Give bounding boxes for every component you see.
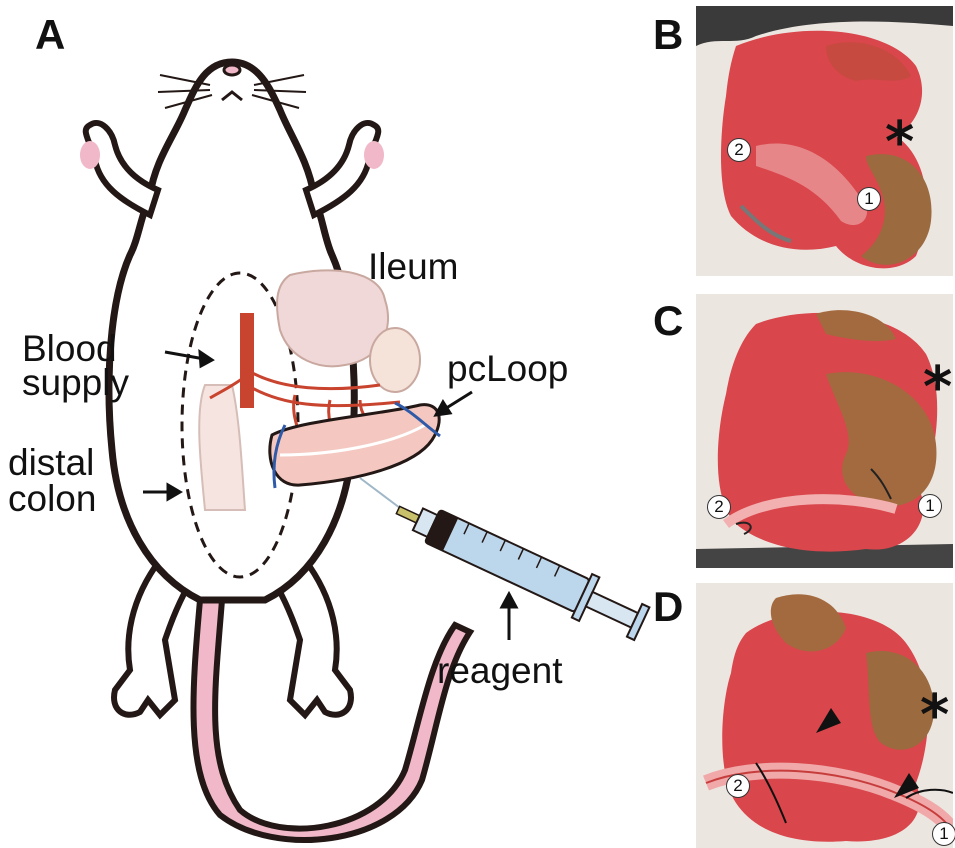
label-blood-supply-line2: supply	[22, 364, 129, 401]
photo-c	[696, 294, 953, 568]
panel-b-marker-2: 2	[727, 138, 751, 162]
label-ileum: Ileum	[368, 248, 458, 285]
panel-d-asterisk: *	[920, 688, 949, 744]
panel-d-letter: D	[653, 586, 683, 628]
label-distal-colon-line1: distal	[8, 444, 94, 481]
panel-c-asterisk: *	[923, 360, 952, 416]
needle	[360, 478, 400, 508]
mouse-right-foreleg	[306, 123, 378, 215]
photo-d	[696, 583, 953, 848]
panel-c-marker-2: 2	[707, 495, 731, 519]
panel-d-marker-1: 1	[932, 822, 955, 846]
label-reagent: reagent	[437, 652, 563, 689]
blood-vessel-trunk	[240, 313, 254, 408]
panel-d-marker-2: 2	[726, 774, 750, 798]
mouse-left-foreleg	[86, 123, 158, 215]
mouse-schematic	[0, 0, 700, 848]
panel-b-marker-1: 1	[857, 187, 881, 211]
panel-c-marker-1: 1	[918, 494, 942, 518]
syringe	[388, 488, 652, 645]
label-pcloop: pcLoop	[447, 350, 568, 387]
panel-b-asterisk: *	[885, 115, 914, 171]
panel-c-letter: C	[653, 300, 683, 342]
label-distal-colon-line2: colon	[8, 480, 96, 517]
panel-b-letter: B	[653, 14, 683, 56]
